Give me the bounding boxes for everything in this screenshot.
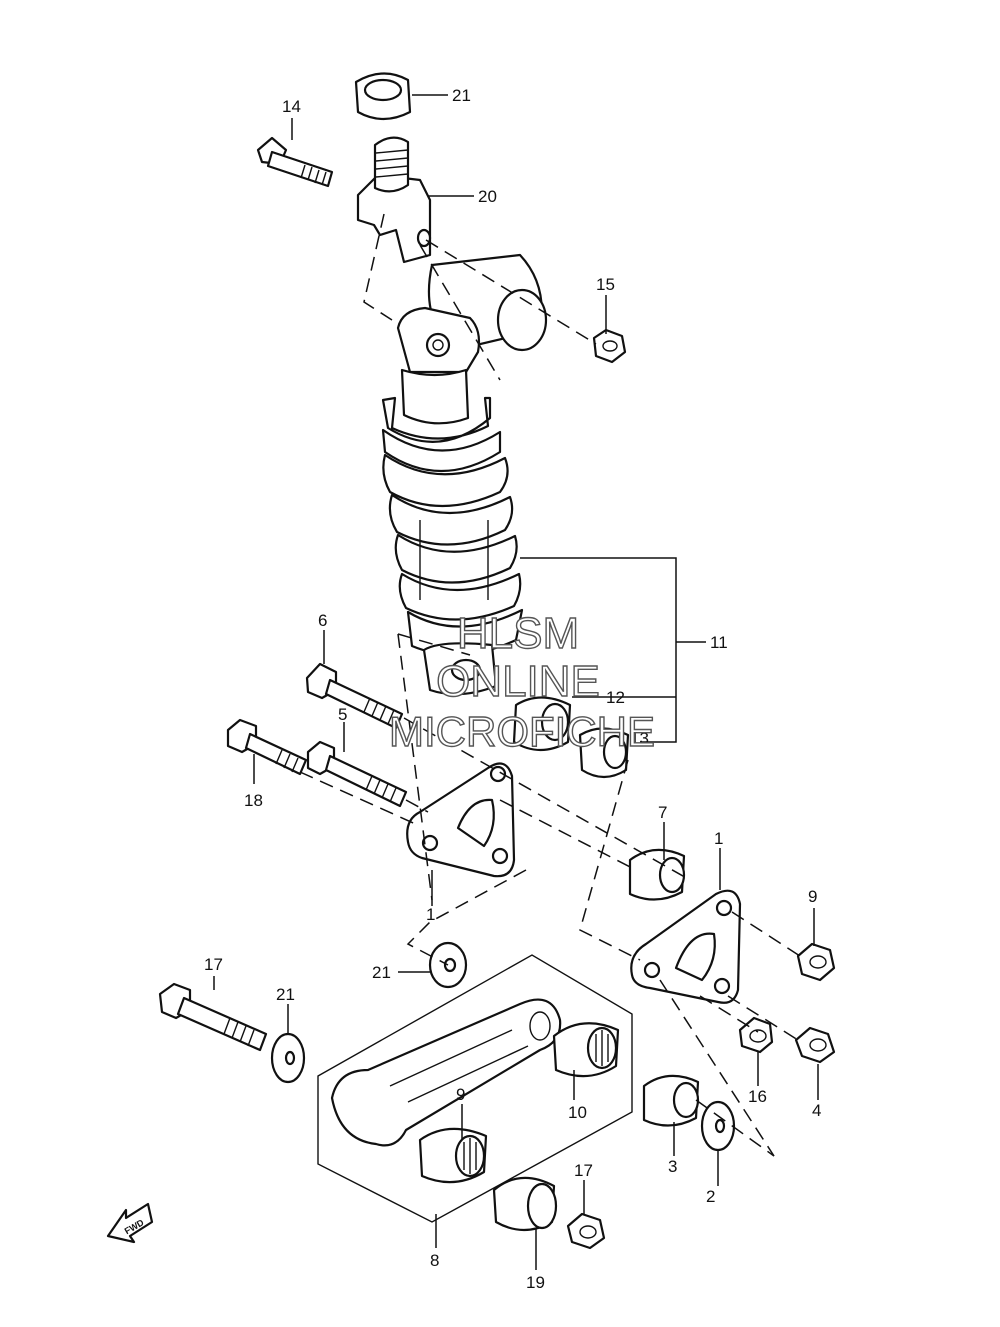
callout-21-left: 21 xyxy=(276,985,295,1004)
callout-9-left: 9 xyxy=(456,1085,465,1104)
bolt-3 xyxy=(306,740,408,808)
cushion-lever-plate-left xyxy=(406,762,516,878)
cushion-rod-assembly-outline xyxy=(317,954,633,1223)
shock-lower-collar xyxy=(512,696,572,752)
callout-9-right: 10 xyxy=(568,1103,587,1122)
callout-8: 8 xyxy=(430,1251,439,1270)
callout-1-left: 1 xyxy=(426,905,435,924)
nut-12 xyxy=(566,1212,606,1250)
cushion-rod xyxy=(330,998,562,1147)
callout-2: 3 xyxy=(668,1157,677,1176)
shock-lower-spacer xyxy=(578,727,630,779)
watermark-line-2: ONLINE xyxy=(436,657,600,706)
collar-2 xyxy=(642,1074,700,1127)
washer-21-left xyxy=(270,1032,306,1084)
callout-17-upper: 15 xyxy=(596,275,615,294)
callout-6: 6 xyxy=(318,611,327,630)
callout-21-right: 2 xyxy=(706,1187,715,1206)
callout-13: 11 xyxy=(710,633,728,652)
shock-upper-nut xyxy=(592,328,627,364)
callout-10: 19 xyxy=(526,1273,545,1292)
bolt-11 xyxy=(158,982,268,1052)
callout-4: 4 xyxy=(812,1101,821,1120)
callout-5: 7 xyxy=(658,803,667,822)
cushion-lever-plate-right xyxy=(630,889,742,1004)
callout-20: 21 xyxy=(452,86,471,105)
callout-1-right: 1 xyxy=(714,829,723,848)
callout-16: 14 xyxy=(282,97,301,116)
washer-21-right xyxy=(700,1100,736,1152)
shock-upper-bracket xyxy=(356,136,432,264)
watermark: HLSM ONLINE MICROFICHE xyxy=(388,608,655,755)
callout-21-mid: 21 xyxy=(372,963,391,982)
watermark-line-3: MICROFICHE xyxy=(389,708,655,755)
shock-top-cap-nut xyxy=(354,72,412,121)
leader-lines xyxy=(213,94,819,1270)
callout-18: 18 xyxy=(244,791,263,810)
bolt-6 xyxy=(305,662,404,730)
bearing-9-left xyxy=(418,1127,488,1184)
callout-7: 9 xyxy=(808,887,817,906)
forward-direction-arrow: FWD xyxy=(106,1202,154,1244)
callout-14: 12 xyxy=(606,688,625,707)
callout-11: 17 xyxy=(204,955,223,974)
collar-10 xyxy=(492,1176,558,1232)
nut-7 xyxy=(796,942,836,982)
callout-3: 5 xyxy=(338,705,347,724)
bearing-9-right xyxy=(552,1022,620,1078)
callout-12: 17 xyxy=(574,1161,593,1180)
callout-15: 13 xyxy=(630,729,649,748)
callout-19: 20 xyxy=(478,187,497,206)
rear-shock-absorber xyxy=(381,253,548,696)
callout-labels: 21 14 20 15 11 12 13 6 5 18 1 7 1 9 21 1… xyxy=(204,86,821,1292)
watermark-line-1: HLSM xyxy=(457,609,579,658)
nut-4 xyxy=(794,1026,836,1064)
shock-upper-bolt xyxy=(256,136,334,188)
assembly-guide-lines xyxy=(299,213,801,1157)
collar-5 xyxy=(628,848,686,901)
callout-17-lower: 16 xyxy=(748,1087,767,1106)
bolt-18 xyxy=(226,718,308,776)
